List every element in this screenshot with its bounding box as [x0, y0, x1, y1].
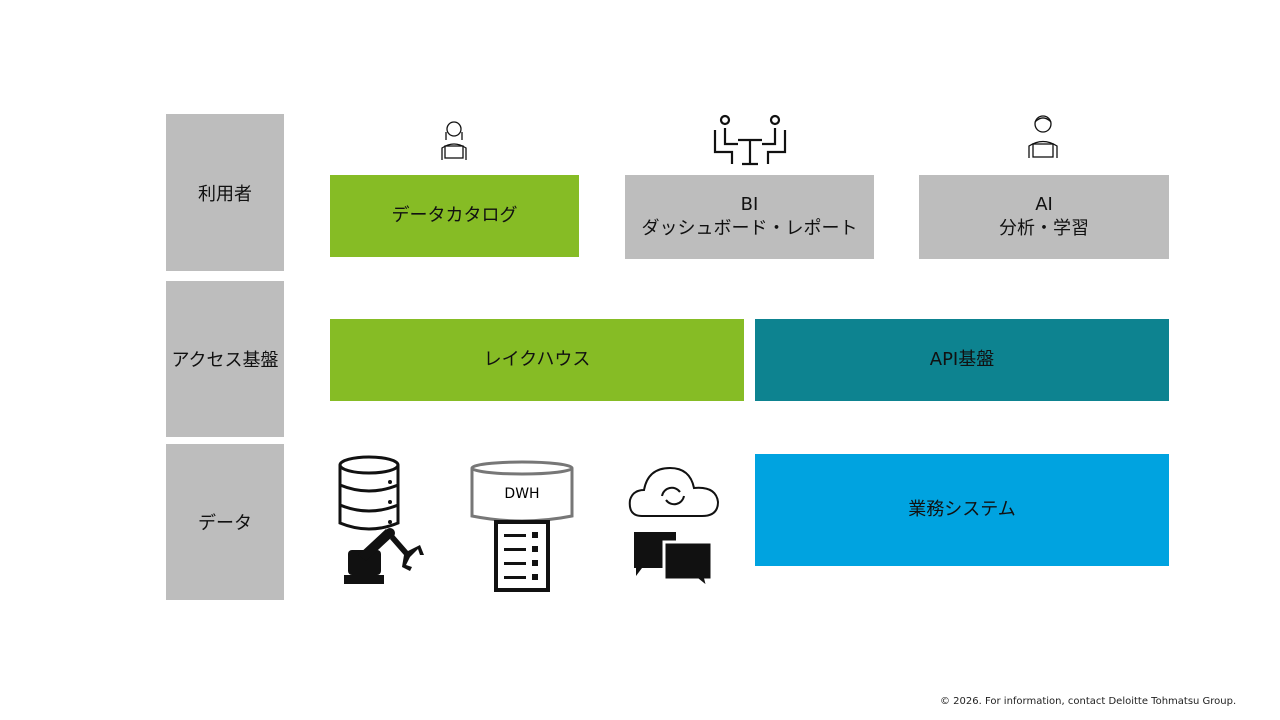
database-robot-arm-icon	[338, 455, 424, 584]
meeting-people-icon	[713, 114, 787, 166]
api-label: API基盤	[929, 349, 995, 370]
cloud-sync-chat-icon	[628, 466, 720, 588]
copyright-footer: © 2026. For information, contact Deloitt…	[940, 696, 1237, 707]
data-catalog-label: データカタログ	[391, 205, 518, 226]
ai-sublabel: 分析・学習	[999, 218, 1089, 239]
business-system-label: 業務システム	[908, 499, 1016, 520]
bi-box: BI ダッシュボード・レポート	[625, 175, 874, 259]
dwh-database-icon	[470, 460, 574, 592]
bi-label: BI	[740, 194, 759, 215]
row-label-data: データ	[166, 444, 284, 600]
row-label-access: アクセス基盤	[166, 281, 284, 437]
lakehouse-label: レイクハウス	[483, 349, 591, 370]
developer-female-icon	[441, 121, 467, 160]
data-catalog-box: データカタログ	[330, 175, 579, 257]
lakehouse-box: レイクハウス	[330, 319, 744, 401]
row-label-users: 利用者	[166, 114, 284, 271]
ai-label: AI	[1035, 194, 1053, 215]
developer-male-icon	[1028, 115, 1058, 158]
bi-sublabel: ダッシュボード・レポート	[641, 218, 858, 239]
dwh-label: DWH	[504, 486, 540, 502]
business-system-box: 業務システム	[755, 454, 1169, 566]
ai-box: AI 分析・学習	[919, 175, 1169, 259]
api-box: API基盤	[755, 319, 1169, 401]
